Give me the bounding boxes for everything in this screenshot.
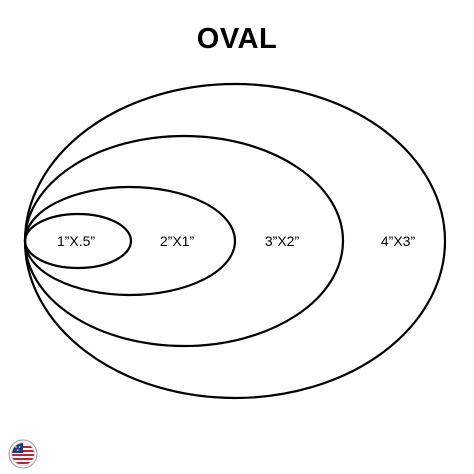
size-label-1x0-5: 1”X.5”	[57, 233, 95, 249]
oval-1x0-5	[23, 212, 133, 270]
size-label-4x3: 4”X3”	[381, 233, 416, 249]
us-flag-seal-icon	[8, 439, 38, 469]
page-title: OVAL	[196, 23, 278, 55]
size-label-2x1: 2”X1”	[160, 233, 195, 249]
size-label-3x2: 3”X2”	[265, 233, 300, 249]
